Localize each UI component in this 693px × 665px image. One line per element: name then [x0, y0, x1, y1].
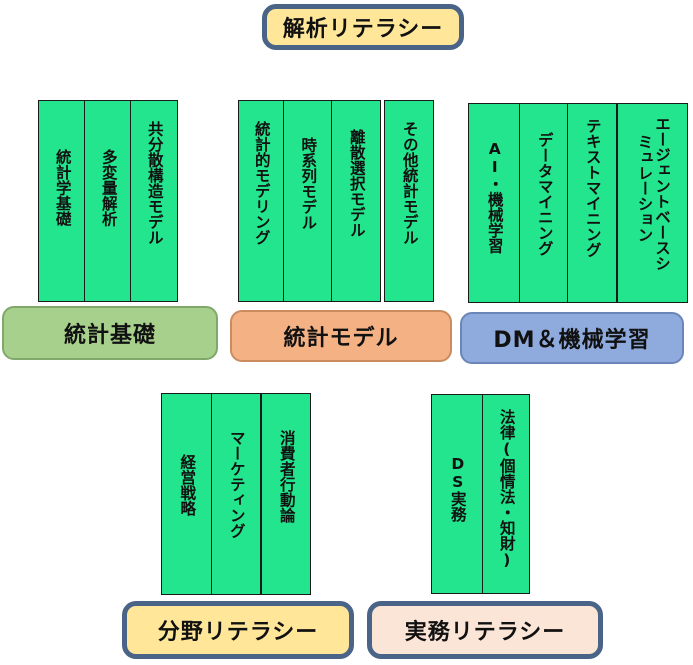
book-law: 法律(個情法・知財)	[482, 394, 530, 594]
book-data-mining: データマイニング	[519, 103, 569, 303]
group-label-text: DM＆機械学習	[493, 328, 651, 353]
top-title: 解析リテラシー	[282, 17, 444, 42]
book-title-line2: ミュレーション	[635, 134, 654, 243]
top-title-box: 解析リテラシー	[262, 4, 464, 50]
book-title: 統計的モデリング	[252, 121, 271, 245]
group-label-dm-machine-learning: DM＆機械学習	[460, 312, 684, 364]
group-label-practical-literacy: 実務リテラシー	[367, 601, 603, 659]
book-multivariate-analysis: 多変量解析	[84, 100, 132, 302]
group-label-statistics-basics: 統計基礎	[2, 306, 218, 360]
book-title: データマイニング	[535, 132, 554, 256]
book-title: マーケティング	[227, 430, 246, 539]
book-agent-based-simulation: エージェントベースシ ミュレーション	[617, 103, 688, 303]
book-business-strategy: 経営戦略	[161, 393, 212, 595]
group-label-text: 統計基礎	[63, 323, 156, 348]
book-text-mining: テキストマイニング	[567, 103, 617, 303]
group-label-text: 分野リテラシー	[157, 620, 319, 645]
book-marketing: マーケティング	[211, 393, 261, 595]
book-title: 経営戦略	[178, 454, 197, 516]
book-discrete-choice-model: 離散選択モデル	[331, 100, 381, 302]
group-label-domain-literacy: 分野リテラシー	[122, 601, 354, 659]
group-label-statistical-models: 統計モデル	[230, 310, 452, 362]
group-label-text: 統計モデル	[283, 326, 399, 351]
book-ds-practice: DS実務	[431, 394, 483, 594]
book-time-series-model: 時系列モデル	[283, 100, 332, 302]
book-title: 共分散構造モデル	[145, 121, 164, 245]
book-title: DS実務	[448, 455, 467, 522]
book-title: 多変量解析	[99, 149, 118, 227]
book-ai-machine-learning: AI・機械学習	[468, 103, 520, 303]
book-title: 時系列モデル	[299, 137, 318, 230]
book-statistical-modeling: 統計的モデリング	[238, 100, 284, 302]
book-consumer-behavior: 消費者行動論	[261, 393, 311, 595]
book-title: その他統計モデル	[400, 121, 419, 245]
book-title: 消費者行動論	[277, 430, 296, 523]
book-title: 法律(個情法・知財)	[497, 409, 516, 569]
book-title: テキストマイニング	[583, 118, 602, 258]
book-statistics-basics: 統計学基礎	[38, 100, 86, 302]
book-sem: 共分散構造モデル	[130, 100, 178, 302]
book-title-line1: エージェントベースシ	[653, 116, 671, 271]
group-label-text: 実務リテラシー	[404, 620, 566, 645]
book-title: AI・機械学習	[485, 140, 504, 254]
book-other-statistical-models: その他統計モデル	[384, 100, 434, 302]
book-title: 統計学基礎	[53, 149, 72, 227]
book-title: 離散選択モデル	[347, 129, 366, 238]
